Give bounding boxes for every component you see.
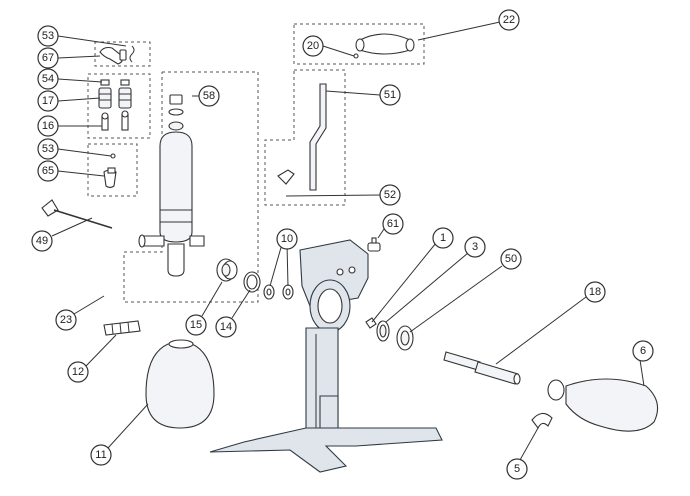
- callout-5[interactable]: 5: [506, 458, 528, 480]
- balloon-right-part: [547, 378, 659, 432]
- leader-lines: [51, 21, 645, 461]
- callout-label: 18: [589, 286, 601, 298]
- knob-part: [367, 237, 381, 252]
- callout-61[interactable]: 61: [382, 213, 404, 235]
- callout-49[interactable]: 49: [31, 230, 53, 252]
- box-tank-group: [123, 71, 259, 303]
- callout-53-top[interactable]: 53: [37, 25, 59, 47]
- callout-label: 54: [42, 73, 54, 85]
- cap-part: [168, 94, 184, 116]
- washer-parts: [263, 284, 294, 300]
- callout-label: 11: [95, 449, 106, 461]
- callouts: 53 67 54 17 16 53 65 49 23 12 11 58 15 1…: [31, 9, 654, 480]
- tube-part: [443, 351, 521, 385]
- callout-label: 52: [384, 189, 396, 201]
- box-clamp-group: [293, 23, 425, 65]
- callout-label: 23: [60, 314, 72, 326]
- callout-label: 51: [384, 89, 396, 101]
- callout-label: 1: [440, 232, 446, 244]
- callout-label: 14: [220, 321, 232, 333]
- box-connector-group: [87, 143, 138, 197]
- callout-18[interactable]: 18: [584, 281, 606, 303]
- callout-10[interactable]: 10: [276, 228, 298, 250]
- callout-label: 53: [42, 143, 54, 155]
- clip-part: [103, 320, 141, 336]
- callout-label: 67: [42, 52, 54, 64]
- callout-20[interactable]: 20: [302, 35, 324, 57]
- callout-53-mid[interactable]: 53: [37, 138, 59, 160]
- seal-rings: [365, 317, 414, 351]
- callout-label: 16: [42, 120, 54, 132]
- callout-12[interactable]: 12: [67, 361, 89, 383]
- small-clip-part: [531, 412, 553, 430]
- box-elbow-group: [94, 41, 151, 67]
- callout-label: 3: [472, 241, 478, 253]
- callout-67[interactable]: 67: [37, 47, 59, 69]
- connector-parts: [103, 153, 117, 189]
- nut-part: [216, 258, 238, 282]
- callout-11[interactable]: 11: [90, 444, 112, 466]
- box-valve-group: [87, 73, 151, 139]
- callout-label: 12: [72, 366, 84, 378]
- callout-label: 20: [307, 40, 319, 52]
- probe-part: [41, 199, 113, 229]
- callout-label: 49: [36, 235, 48, 247]
- callout-17[interactable]: 17: [37, 90, 59, 112]
- callout-58[interactable]: 58: [198, 85, 220, 107]
- callout-22[interactable]: 22: [498, 9, 520, 31]
- callout-23[interactable]: 23: [55, 309, 77, 331]
- valve-parts: [98, 79, 132, 131]
- box-rod-group: [264, 69, 346, 206]
- group-boxes: [87, 23, 425, 303]
- callout-14[interactable]: 14: [215, 316, 237, 338]
- callout-label: 53: [42, 30, 54, 42]
- callout-3[interactable]: 3: [464, 236, 486, 258]
- callout-label: 17: [42, 95, 54, 107]
- rod-part: [277, 83, 327, 191]
- callout-label: 5: [514, 463, 520, 475]
- callout-6[interactable]: 6: [632, 340, 654, 362]
- callout-label: 6: [640, 345, 646, 357]
- callout-54[interactable]: 54: [37, 68, 59, 90]
- callout-15[interactable]: 15: [185, 314, 207, 336]
- stand-assembly: [209, 239, 443, 473]
- callout-16[interactable]: 16: [37, 115, 59, 137]
- callout-51[interactable]: 51: [379, 84, 401, 106]
- callout-label: 58: [203, 90, 215, 102]
- tank-part: [138, 121, 205, 277]
- callout-50[interactable]: 50: [500, 248, 522, 270]
- callout-label: 50: [505, 253, 517, 265]
- callout-label: 61: [387, 218, 399, 230]
- callout-label: 22: [503, 14, 515, 26]
- callout-label: 10: [281, 233, 293, 245]
- callout-label: 15: [190, 319, 202, 331]
- callout-label: 65: [42, 165, 54, 177]
- clamp-part: [353, 33, 415, 59]
- callout-52[interactable]: 52: [379, 184, 401, 206]
- ring-part: [243, 271, 261, 293]
- callout-1[interactable]: 1: [432, 227, 454, 249]
- elbow-fitting-part: [99, 45, 135, 65]
- balloon-left-part: [145, 339, 215, 429]
- callout-65[interactable]: 65: [37, 160, 59, 182]
